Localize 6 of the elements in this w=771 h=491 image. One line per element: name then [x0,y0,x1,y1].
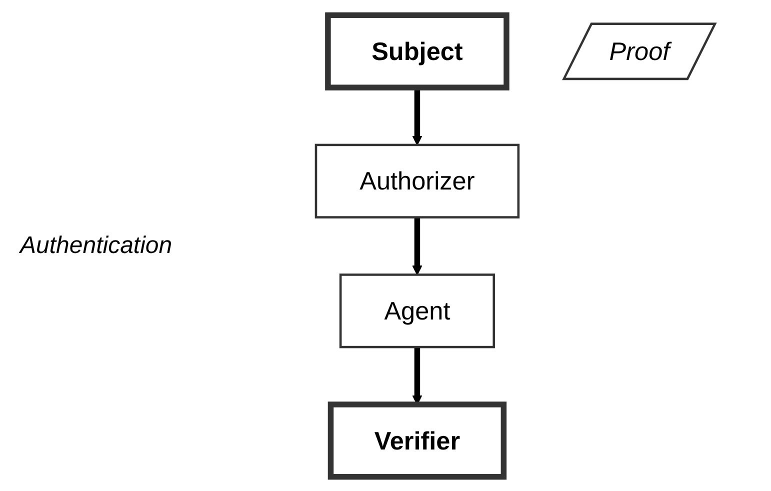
arrow [412,216,422,275]
diagram-label: Authentication [20,232,174,260]
node-box: Verifier [328,401,507,480]
node-box: Agent [339,273,495,348]
node-box: Subject [325,12,510,90]
node-box: Authorizer [314,143,520,218]
